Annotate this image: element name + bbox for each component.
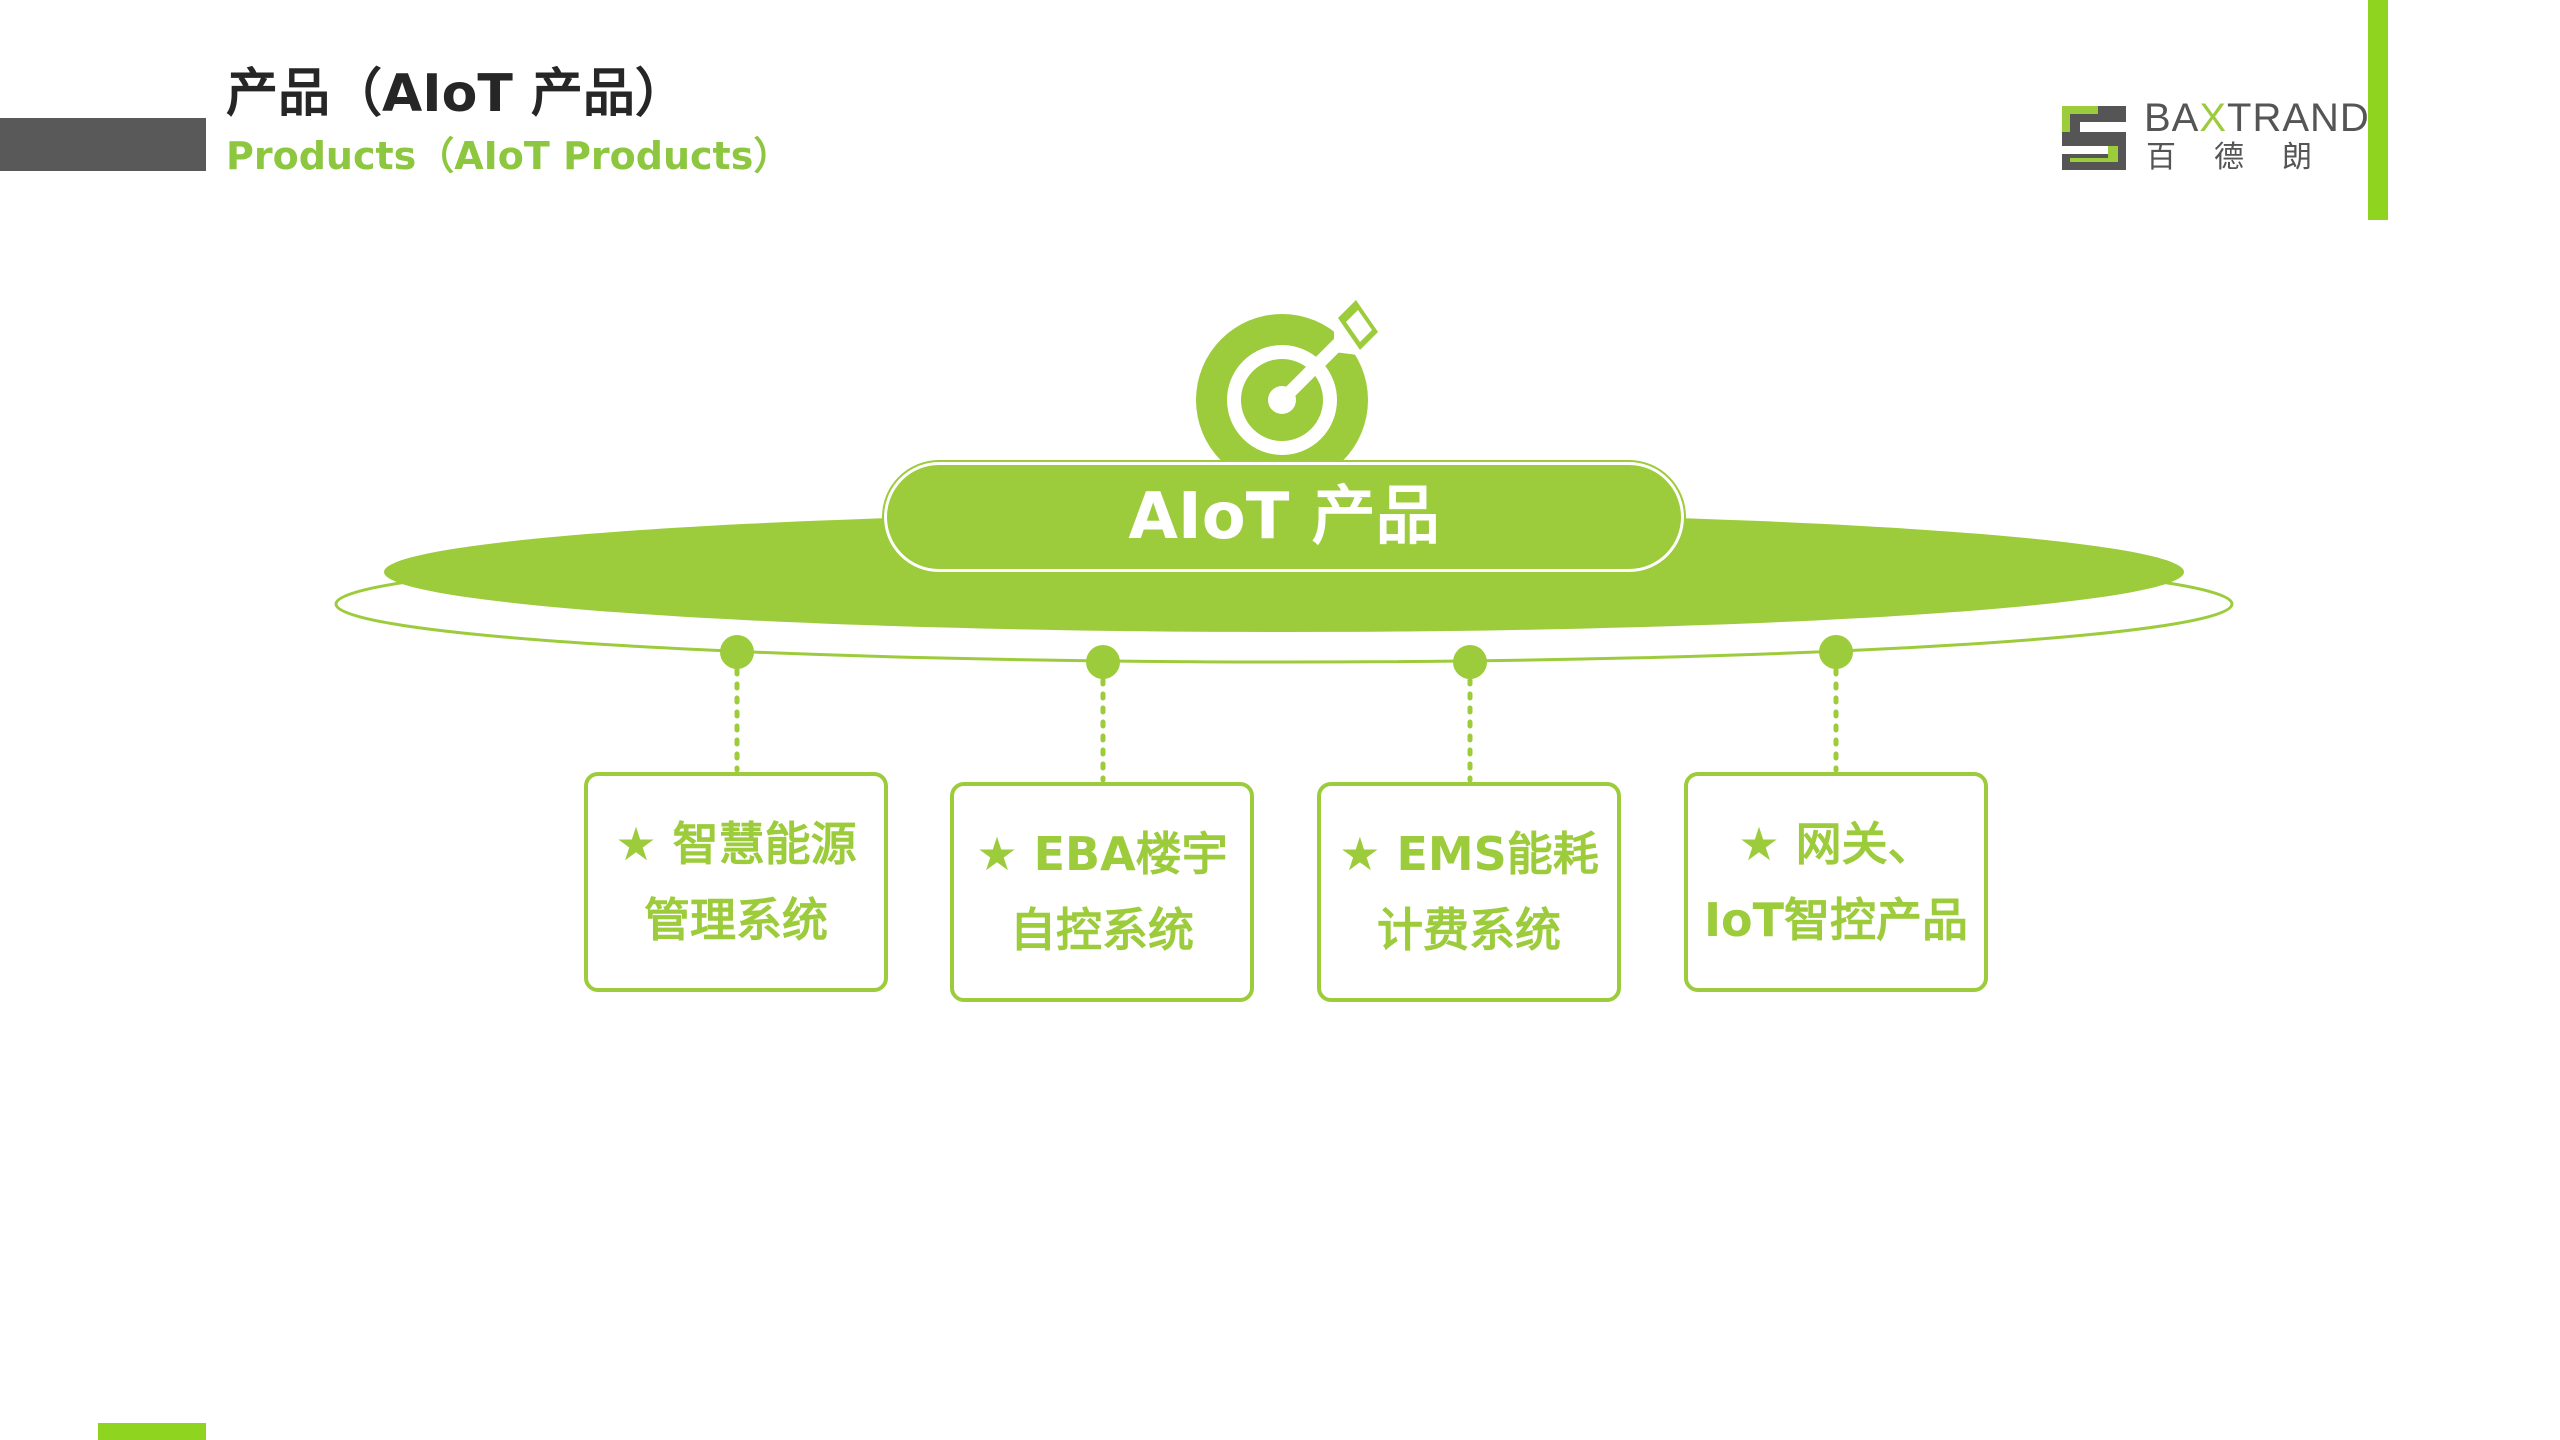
accent-footer-bar: [98, 1423, 206, 1440]
connector-1: [720, 635, 754, 773]
product-box-line1: ★ 智慧能源: [615, 817, 857, 871]
connector-3: [1453, 645, 1487, 783]
page-title: 产品（AIoT 产品）: [226, 64, 687, 124]
product-box-line2: IoT智控产品: [1703, 893, 1969, 947]
header-gray-bar: [0, 118, 206, 171]
product-box-line1: ★ EMS能耗: [1339, 827, 1599, 881]
connector-4: [1819, 635, 1853, 773]
baxtrand-logo-icon: [2062, 106, 2126, 170]
hub-pill: AIoT 产品: [884, 462, 1684, 572]
product-box-line1: ★ EBA楼宇: [976, 827, 1228, 881]
product-box-line2: 计费系统: [1377, 903, 1561, 957]
product-box-line2: 管理系统: [644, 893, 828, 947]
product-box-gateway-iot: ★ 网关、 IoT智控产品: [1684, 772, 1988, 992]
page-subtitle: Products（AIoT Products）: [226, 134, 792, 178]
product-box-energy-management: ★ 智慧能源 管理系统: [584, 772, 888, 992]
logo-wordmark: BAXTRAND: [2144, 96, 2370, 140]
product-box-line2: 自控系统: [1010, 903, 1194, 957]
platform-ellipse: [384, 512, 2184, 632]
product-box-line1: ★ 网关、: [1738, 817, 1934, 871]
target-arrow-icon: [1196, 300, 1380, 486]
accent-vertical-line: [2368, 0, 2388, 220]
logo-chinese-name: 百德朗: [2146, 140, 2350, 175]
company-logo: BAXTRAND 百德朗: [2058, 96, 2369, 178]
connector-2: [1086, 645, 1120, 783]
hub-label: AIoT 产品: [1128, 480, 1440, 554]
product-box-ems-billing: ★ EMS能耗 计费系统: [1317, 782, 1621, 1002]
product-box-eba-building: ★ EBA楼宇 自控系统: [950, 782, 1254, 1002]
